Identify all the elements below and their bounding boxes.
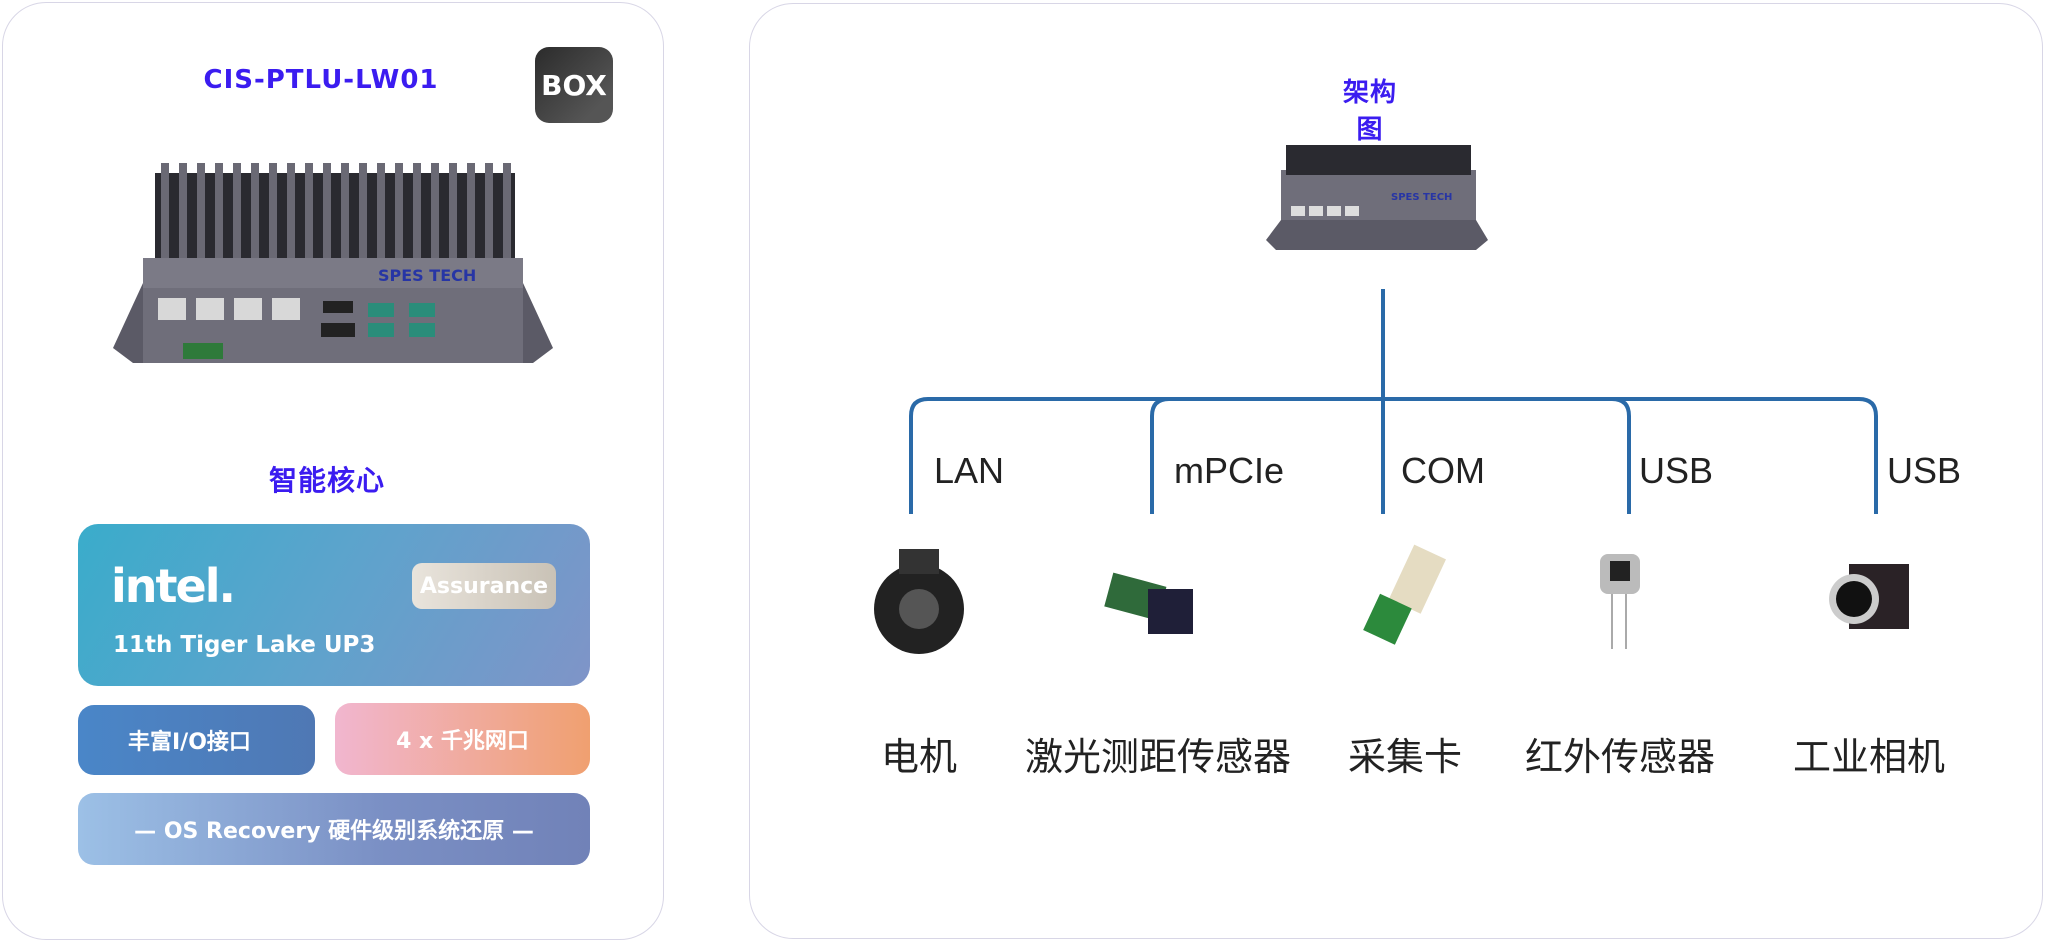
assurance-badge: Assurance [412,563,556,609]
device-name: 红外传感器 [1524,735,1716,779]
mini-pc-image: SPES TECH [113,163,553,363]
os-recovery: — OS Recovery 硬件级别系统还原 — [78,793,590,865]
interface-label: mPCIe [1174,450,1285,491]
device-name: 电机 [880,735,958,779]
device-name: 采集卡 [1347,735,1463,779]
cpu-generation: 11th Tiger Lake UP3 [113,632,376,658]
product-card: CIS-PTLU-LW01 BOX SPES TECH 智能核心 intel. … [2,2,664,940]
brand-text: SPES TECH [378,266,476,285]
motor-icon [874,549,964,654]
cpu-card: intel. Assurance 11th Tiger Lake UP3 [78,524,590,686]
mini-pc-image: SPES TECH [1266,145,1488,250]
svg-text:SPES TECH: SPES TECH [1391,192,1452,203]
interface-label: LAN [934,450,1005,491]
device-name: 激光测距传感器 [1024,735,1292,779]
interface-label: USB [1887,450,1962,491]
model-title: CIS-PTLU-LW01 [203,65,439,95]
intel-logo: intel. [111,559,236,613]
interface-label: COM [1401,450,1485,491]
architecture-title: 架构图 [1342,78,1397,145]
serial-adapter-icon [1363,544,1446,645]
connection-tree [909,289,1878,514]
industrial-camera-icon [1829,564,1909,629]
device-name: 工业相机 [1792,735,1946,779]
infrared-sensor-icon [1600,554,1640,649]
section-title: 智能核心 [268,464,385,497]
laser-sensor-icon [1104,572,1193,634]
feature-io: 丰富I/O接口 [78,705,315,775]
architecture-card: 架构图 SPES TECH LAN 电机 mPCIe 激光测距传感器 COM 采集卡 USB… [749,3,2043,939]
feature-lan: 4 x 千兆网口 [335,703,590,775]
box-badge: BOX [535,47,613,123]
interface-label: USB [1639,450,1714,491]
